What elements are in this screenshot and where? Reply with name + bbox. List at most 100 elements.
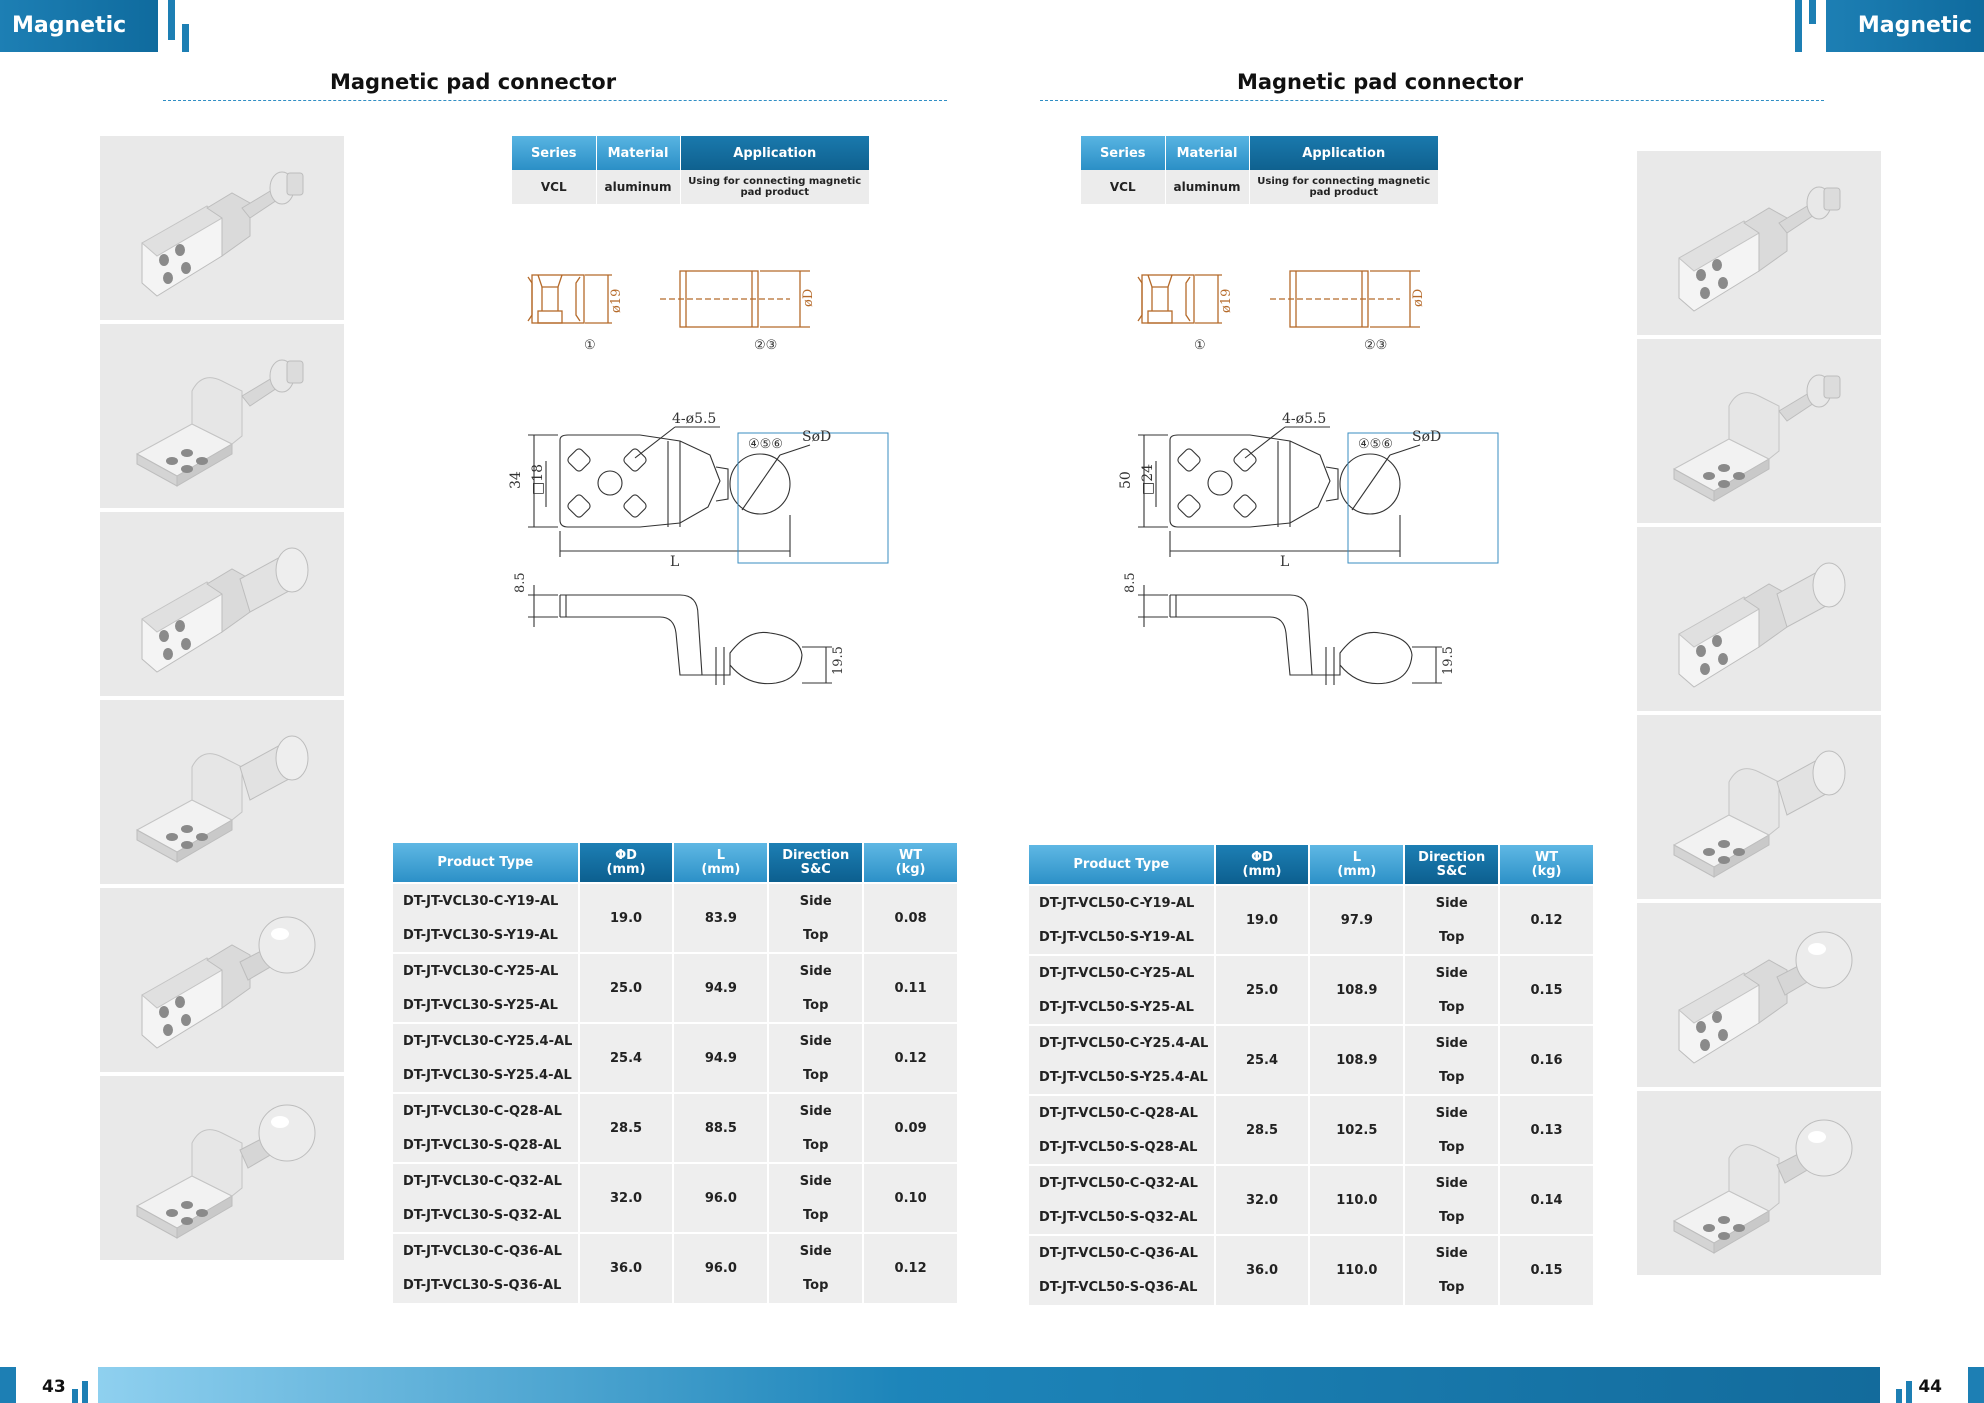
product-type-cell: DT-JT-VCL30-C-Q36-AL bbox=[393, 1232, 580, 1268]
length-cell: 94.9 bbox=[673, 952, 770, 1023]
bracket-connector-image bbox=[141, 171, 304, 297]
diameter-label: øD bbox=[801, 289, 816, 307]
product-type-cell: DT-JT-VCL50-C-Q32-AL bbox=[1029, 1164, 1216, 1200]
product-type-cell: DT-JT-VCL50-C-Y25.4-AL bbox=[1029, 1024, 1216, 1060]
direction-cell: Side bbox=[1404, 884, 1501, 920]
length-cell: 97.9 bbox=[1309, 884, 1406, 955]
view-number-label: ②③ bbox=[754, 338, 777, 353]
diameter-label: ø19 bbox=[609, 289, 624, 313]
direction-cell: Top bbox=[1404, 1270, 1501, 1305]
direction-cell: Top bbox=[768, 918, 865, 953]
page-title: Magnetic pad connector bbox=[1236, 70, 1524, 94]
product-thumbnail bbox=[1637, 527, 1881, 711]
product-thumbnail bbox=[1637, 903, 1881, 1087]
weight-cell: 0.15 bbox=[1499, 1234, 1595, 1305]
direction-cell: Top bbox=[1404, 920, 1501, 955]
bracket-connector-image bbox=[1678, 562, 1846, 688]
bracket-side-view bbox=[528, 585, 832, 685]
direction-cell: Top bbox=[1404, 1200, 1501, 1235]
section-tab-left: Magnetic pad bbox=[0, 0, 158, 90]
product-thumbnail bbox=[1637, 151, 1881, 335]
product-thumbnail bbox=[100, 700, 344, 884]
direction-cell: Side bbox=[768, 882, 865, 918]
bracket-connector-image bbox=[1672, 750, 1846, 878]
diameter-cell: 25.4 bbox=[1214, 1024, 1311, 1095]
product-thumbnail bbox=[100, 888, 344, 1072]
adaptor-drawing bbox=[1137, 274, 1222, 324]
weight-cell: 0.09 bbox=[863, 1092, 959, 1163]
length-cell: 108.9 bbox=[1309, 1024, 1406, 1095]
direction-cell: Side bbox=[768, 1232, 865, 1268]
direction-cell: Side bbox=[768, 1162, 865, 1198]
diameter-label: ø19 bbox=[1219, 289, 1234, 313]
square-label: □24 bbox=[1140, 464, 1156, 495]
product-type-cell: DT-JT-VCL50-S-Y25-AL bbox=[1029, 990, 1216, 1025]
info-header: Application bbox=[680, 136, 870, 170]
length-label: L bbox=[1280, 554, 1289, 570]
product-type-cell: DT-JT-VCL50-S-Y25.4-AL bbox=[1029, 1060, 1216, 1095]
product-type-cell: DT-JT-VCL30-C-Y25-AL bbox=[393, 952, 580, 988]
product-thumbnail bbox=[100, 1076, 344, 1260]
footer-bar bbox=[98, 1367, 1880, 1403]
diameter-cell: 36.0 bbox=[578, 1232, 675, 1303]
height-label: 19.5 bbox=[1441, 646, 1456, 675]
product-type-cell: DT-JT-VCL50-C-Q36-AL bbox=[1029, 1234, 1216, 1270]
direction-cell: Side bbox=[768, 1092, 865, 1128]
direction-cell: Top bbox=[1404, 990, 1501, 1025]
product-thumbnail bbox=[1637, 1091, 1881, 1275]
diameter-label: øD bbox=[1411, 289, 1426, 307]
title-divider bbox=[1040, 100, 1824, 101]
view-number-label: ① bbox=[584, 338, 596, 353]
info-header: Series bbox=[512, 136, 597, 170]
weight-cell: 0.13 bbox=[1499, 1094, 1595, 1165]
thickness-label: 8.5 bbox=[513, 572, 528, 593]
bracket-top-view bbox=[528, 426, 811, 557]
direction-cell: Top bbox=[768, 1128, 865, 1163]
info-header: Series bbox=[1081, 136, 1166, 170]
title-divider bbox=[163, 100, 947, 101]
weight-cell: 0.15 bbox=[1499, 954, 1595, 1025]
bracket-side-view bbox=[1138, 585, 1442, 685]
detail-frame bbox=[737, 432, 889, 564]
product-thumbnail bbox=[100, 512, 344, 696]
page-number: 43 bbox=[42, 1377, 66, 1397]
cylinder-drawing bbox=[660, 270, 810, 328]
series-value: VCL bbox=[512, 170, 597, 204]
height-label: 19.5 bbox=[831, 646, 846, 675]
material-value: aluminum bbox=[596, 170, 681, 204]
diameter-cell: 28.5 bbox=[1214, 1094, 1311, 1165]
view-number-label: ④⑤⑥ bbox=[1358, 437, 1393, 452]
length-cell: 94.9 bbox=[673, 1022, 770, 1093]
product-type-cell: DT-JT-VCL50-S-Q28-AL bbox=[1029, 1130, 1216, 1165]
spec-info-table: Series Material Application VCL aluminum… bbox=[1081, 136, 1439, 204]
direction-cell: Top bbox=[768, 1058, 865, 1093]
product-type-cell: DT-JT-VCL50-C-Q28-AL bbox=[1029, 1094, 1216, 1130]
diameter-cell: 25.0 bbox=[1214, 954, 1311, 1025]
direction-cell: Side bbox=[1404, 1234, 1501, 1270]
footer-accent-bar bbox=[0, 1367, 16, 1403]
weight-cell: 0.12 bbox=[863, 1022, 959, 1093]
length-label: L bbox=[670, 554, 679, 570]
direction-cell: Top bbox=[768, 1198, 865, 1233]
cylinder-drawing bbox=[1270, 270, 1420, 328]
thickness-label: 8.5 bbox=[1123, 572, 1138, 593]
length-cell: 83.9 bbox=[673, 882, 770, 953]
